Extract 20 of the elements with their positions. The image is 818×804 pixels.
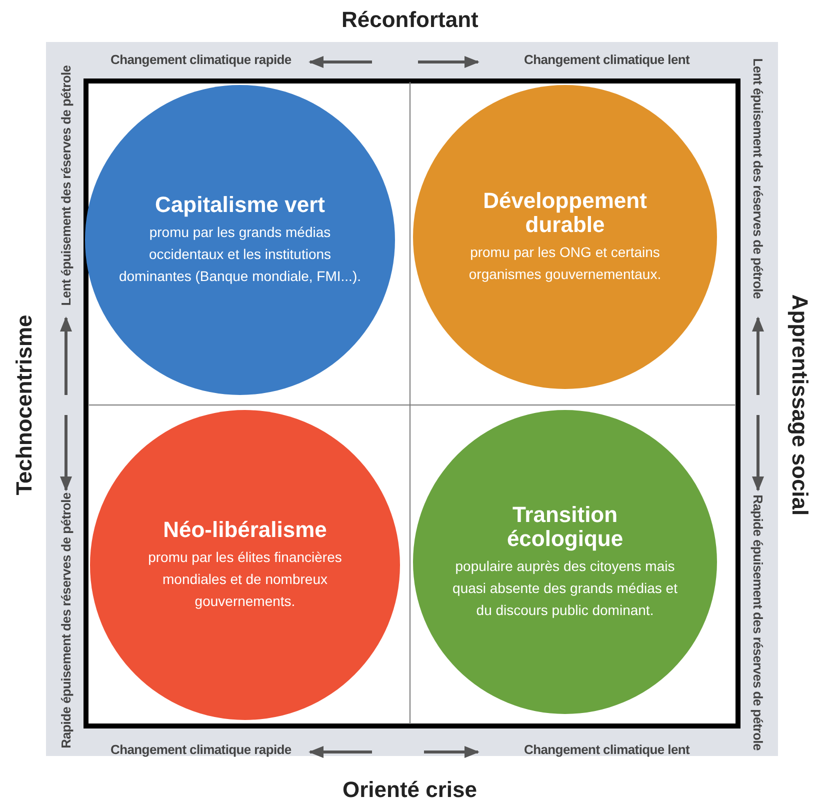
axis-label: Réconfortant [342,7,478,33]
quadrant-title: Capitalisme vert [155,193,325,217]
quadrant-description: populaire auprès des citoyens mais quasi absente des grands médias et du discours public dominant. [452,557,678,620]
axis-label: Apprentissage social [786,294,812,516]
quadrant-title: Néo-libéralisme [163,518,327,542]
scale-label: Changement climatique lent [524,742,690,756]
quadrant-title: Transition écologique [506,503,624,551]
scale-label: Changement climatique lent [524,52,690,66]
axis-label: Orienté crise [342,777,478,803]
scale-label: Changement climatique rapide [110,52,292,66]
quadrant-description: promu par les ONG et certains organismes gouvernementaux. [468,243,662,284]
scale-label: Lent épuisement des réserves de pétrole [750,58,766,298]
axis-label: Technocentrisme [10,314,37,496]
scale-label: Lent épuisement des réserves de pétrole [58,64,74,306]
scale-label: Rapide épuisement des réserves de pétrole [58,492,74,748]
scale-label: Changement climatique rapide [110,742,292,756]
quadrant-description: promu par les élites financières mondiales et de nombreux gouvernements. [147,548,343,611]
quadrant-title: Développement durable [482,189,648,237]
scale-label: Rapide épuisement des réserves de pétrole [750,494,766,750]
quadrant-description: promu par les grands médias occidentaux et les institutions dominantes (Banque mondiale, FMI...). [118,223,362,286]
